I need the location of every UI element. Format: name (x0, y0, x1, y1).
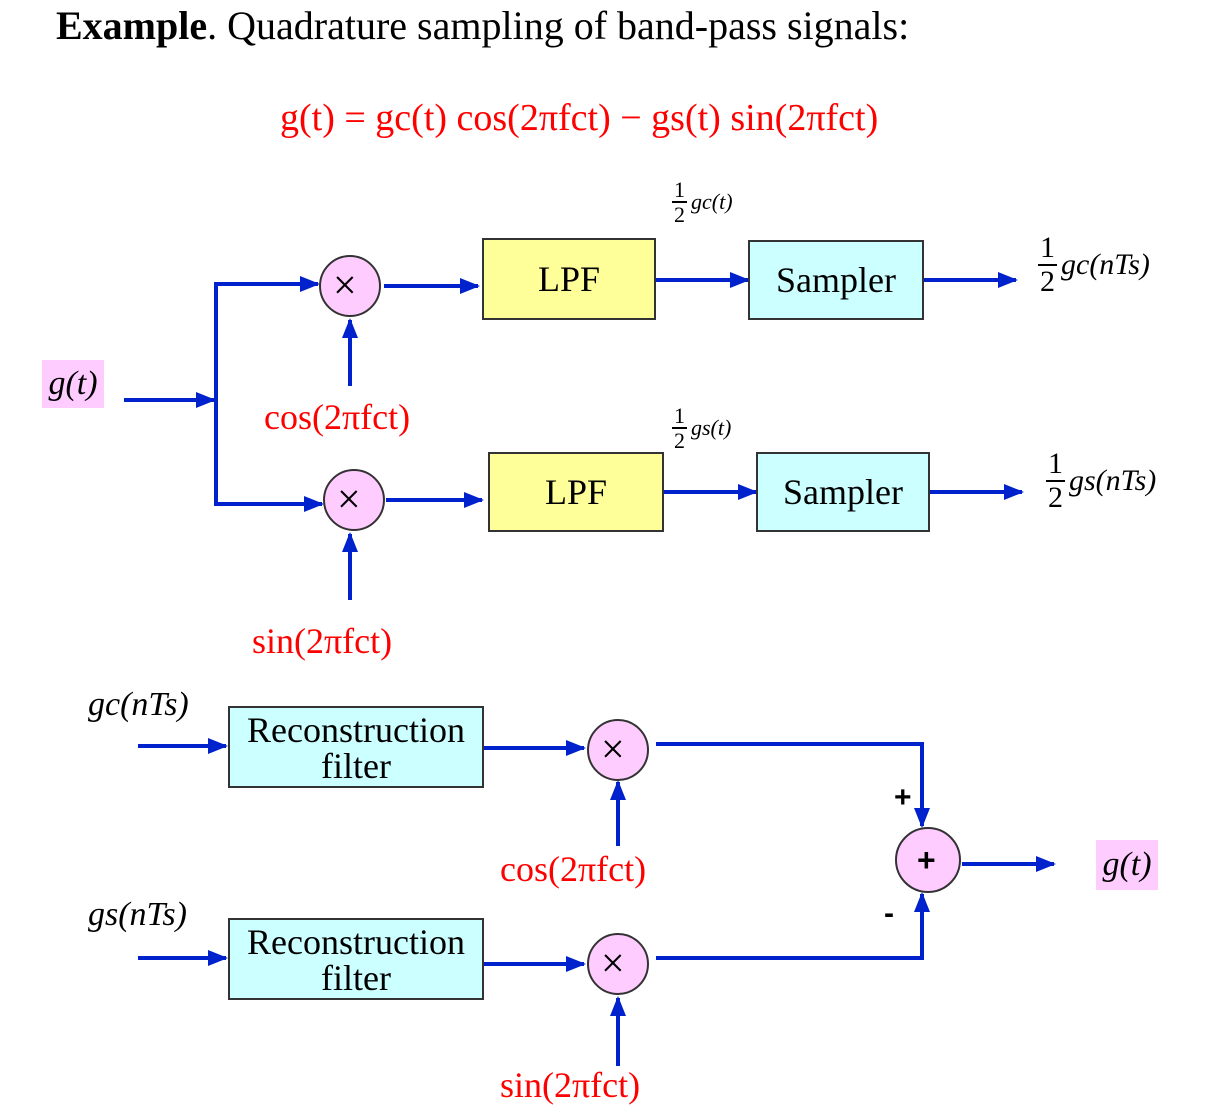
output-label: g(t) (1096, 840, 1158, 890)
gs-nTs-input: gs(nTs) (88, 896, 187, 933)
sampler-block-bottom: Sampler (756, 452, 930, 532)
mult3-to-sum (656, 742, 930, 828)
mult4-symbol: × (601, 941, 625, 987)
summer (895, 827, 961, 893)
lpf-block-top: LPF (482, 238, 656, 320)
equation: g(t) = gc(t) cos(2πfct) − gs(t) sin(2πfc… (280, 97, 879, 139)
multiplier-4 (587, 933, 649, 995)
gs-t-text: gs(t) (691, 415, 732, 441)
multiplier-1 (319, 255, 381, 317)
sin-label-bottom: sin(2πfct) (500, 1065, 641, 1105)
mult4-to-sum (656, 892, 930, 960)
gs-nTs-text: gs(nTs) (1069, 463, 1157, 497)
cos-label-bottom: cos(2πfct) (500, 849, 647, 889)
mult2-symbol: × (337, 477, 361, 523)
recon-bottom-line2: filter (321, 958, 391, 998)
recon-top-line1: Reconstruction (247, 710, 465, 750)
recon-bottom-line1: Reconstruction (247, 922, 465, 962)
title-rest: . Quadrature sampling of band-pass signa… (207, 3, 910, 48)
plus-sign: + (894, 781, 912, 814)
lpf-block-bottom: LPF (488, 452, 664, 532)
multiplier-2 (323, 469, 385, 531)
mult3-symbol: × (601, 727, 625, 773)
input-label: g(t) (42, 360, 104, 408)
recon-filter-bottom: Reconstruction filter (228, 918, 484, 1000)
sampler-block-top: Sampler (748, 240, 924, 320)
gc-nTs-input: gc(nTs) (88, 686, 189, 723)
cos-label-top: cos(2πfct) (264, 397, 411, 437)
summer-symbol: + (917, 842, 936, 878)
page-title: Example. Quadrature sampling of band-pas… (56, 2, 909, 50)
multiplier-3 (587, 719, 649, 781)
minus-sign: - (884, 897, 894, 930)
gc-t-text: gc(t) (691, 189, 733, 215)
gc-nTs-text: gc(nTs) (1061, 247, 1150, 281)
recon-top-line2: filter (321, 746, 391, 786)
recon-filter-top: Reconstruction filter (228, 706, 484, 788)
title-bold: Example (56, 3, 208, 48)
mult1-symbol: × (333, 263, 357, 309)
sin-label-top: sin(2πfct) (252, 621, 393, 661)
